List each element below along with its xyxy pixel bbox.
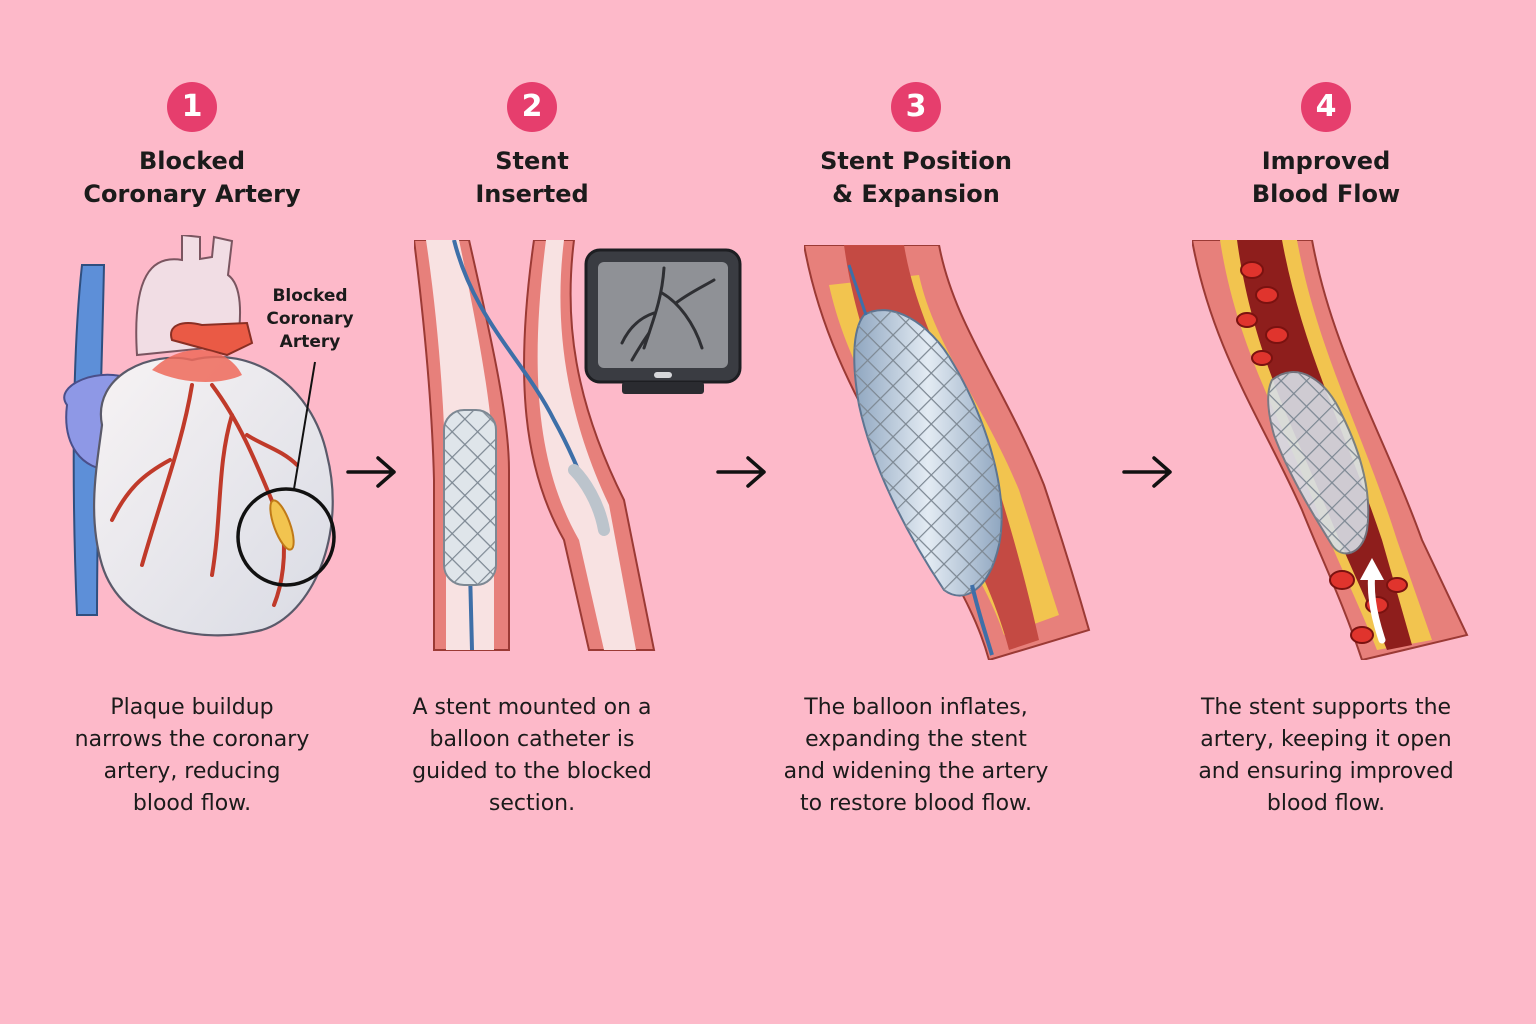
step-2-number-badge: 2	[507, 82, 557, 132]
improved-flow-illustration	[1192, 240, 1469, 660]
step-3-number-badge: 3	[891, 82, 941, 132]
blocked-artery-callout: Blocked Coronary Artery	[266, 286, 354, 352]
step-2-title: Stent Inserted	[475, 147, 589, 208]
arrow-right-icon	[1122, 456, 1172, 488]
heart-illustration	[63, 235, 336, 637]
stent-expansion-illustration	[804, 245, 1091, 660]
step-1-number-badge: 1	[167, 82, 217, 132]
step-3: 3 Stent Position & Expansion The balloon…	[736, 0, 1096, 1024]
step-3-description: The balloon inflates, expanding the sten…	[783, 695, 1049, 816]
step-3-title: Stent Position & Expansion	[820, 147, 1012, 208]
step-1-description: Plaque buildup narrows the coronary arte…	[74, 695, 310, 816]
angiography-monitor-icon	[584, 248, 742, 394]
step-4-title: Improved Blood Flow	[1251, 147, 1401, 208]
step-2: 2 Stent Inserted A stent mounted on a	[352, 0, 742, 1024]
step-4-number-badge: 4	[1301, 82, 1351, 132]
step-1: 1 Blocked Coronary Artery	[12, 0, 372, 1024]
arrow-right-icon	[716, 456, 766, 488]
step-4: 4 Improved Blood Flow The stent supports…	[1146, 0, 1506, 1024]
step-1-title: Blocked Coronary Artery	[83, 147, 301, 208]
step-2-description: A stent mounted on a balloon catheter is…	[412, 695, 652, 816]
stent-insertion-illustration	[414, 240, 656, 651]
arrow-right-icon	[346, 456, 396, 488]
step-4-description: The stent supports the artery, keeping i…	[1198, 695, 1454, 816]
